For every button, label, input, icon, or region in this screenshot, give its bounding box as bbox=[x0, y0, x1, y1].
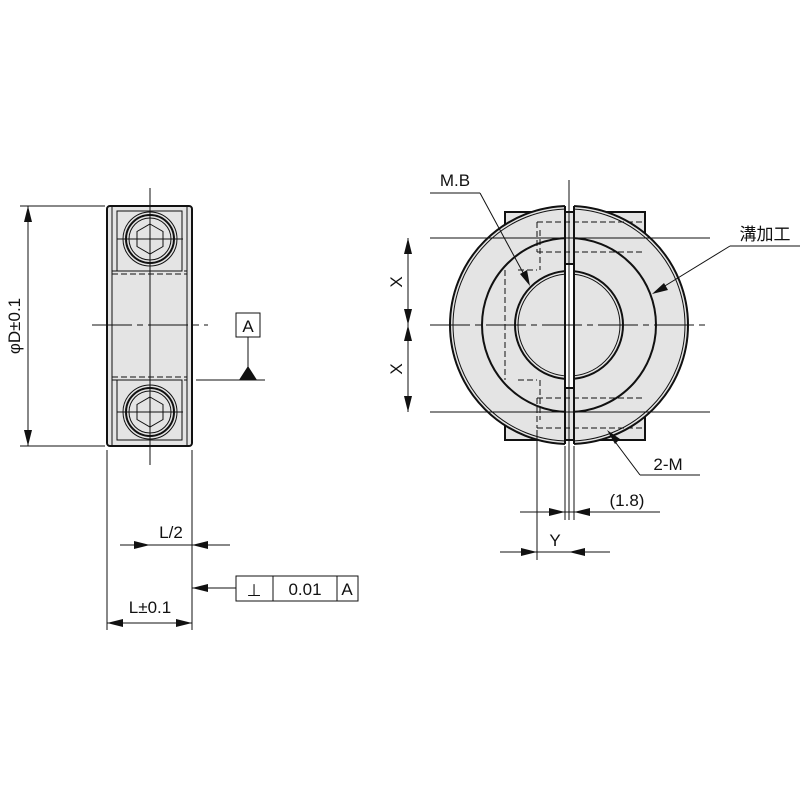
front-view: X X M.B 溝加工 2-M (1.8) Y bbox=[387, 171, 800, 560]
datum-label: A bbox=[242, 317, 254, 336]
y-label: Y bbox=[549, 531, 560, 550]
gap-label: (1.8) bbox=[610, 491, 645, 510]
bolt-label: M.B bbox=[440, 171, 470, 190]
half-length-label: L/2 bbox=[159, 523, 183, 542]
length-label: L±0.1 bbox=[129, 598, 171, 617]
perpendicularity-symbol: ⊥ bbox=[247, 581, 262, 600]
x-label-bottom: X bbox=[387, 363, 406, 374]
screw-label: 2-M bbox=[653, 455, 682, 474]
groove-label: 溝加工 bbox=[740, 225, 791, 244]
x-label-top: X bbox=[387, 276, 406, 287]
datum-triangle-icon bbox=[239, 366, 257, 380]
perpendicularity-frame: ⊥ 0.01 A bbox=[235, 575, 359, 602]
side-view: φD±0.1 A L/2 L±0.1 ⊥ 0.01 A bbox=[5, 188, 359, 630]
tolerance-datum: A bbox=[341, 580, 353, 599]
diameter-label: φD±0.1 bbox=[5, 298, 24, 354]
tolerance-value: 0.01 bbox=[288, 580, 321, 599]
